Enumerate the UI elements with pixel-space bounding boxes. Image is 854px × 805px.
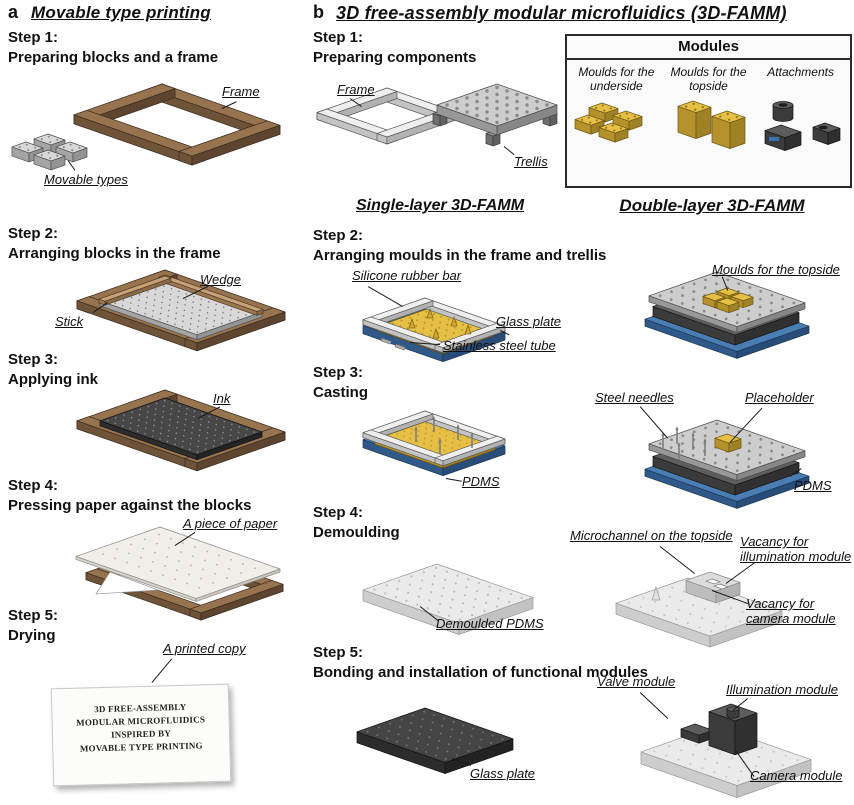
printed-copy-paper: 3D FREE-ASSEMBLY MODULAR MICROFLUIDICS I…	[50, 683, 232, 787]
ann-b-trellis: Trellis	[514, 154, 548, 169]
ann-silicone-rubber-bar: Silicone rubber bar	[352, 268, 462, 283]
modules-col-attachments: Attachments	[755, 65, 846, 157]
illustration-a-step2-arranged-blocks	[76, 269, 286, 352]
ann-microchannel-topside: Microchannel on the topside	[570, 528, 733, 543]
ann-vacancy-camera: Vacancy for camera module	[746, 596, 836, 626]
illustration-a-step4-paper-pressing	[75, 526, 284, 621]
moulds-underside-icons	[575, 102, 643, 143]
modules-box: Modules Moulds for the underside Moulds …	[565, 34, 852, 188]
ann-moulds-for-topside: Moulds for the topside	[712, 262, 840, 277]
b-step4-desc: Demoulding	[313, 524, 400, 541]
modules-box-title: Modules	[567, 36, 850, 60]
modules-category-attachments: Attachments	[767, 65, 834, 79]
attachments-icons	[764, 101, 840, 151]
b-step5-header: Step 5: Bonding and installation of func…	[313, 643, 648, 683]
a-step4-header: Step 4: Pressing paper against the block…	[8, 476, 251, 516]
panel-b-title: 3D free-assembly modular microfluidics (…	[336, 3, 787, 23]
illustration-single-step4-demoulded	[362, 563, 534, 635]
illustration-double-step2-moulds-arranged	[644, 271, 810, 359]
b-step1-desc: Preparing components	[313, 49, 477, 66]
illustration-b-step1-frame-and-trellis	[316, 83, 558, 147]
ann-vacancy-illumination: Vacancy for illumination module	[740, 534, 852, 564]
ann-demoulded-pdms: Demoulded PDMS	[436, 616, 544, 631]
ann-valve-module: Valve module	[597, 674, 676, 689]
ann-pdms-single: PDMS	[462, 474, 500, 489]
ann-ink: Ink	[213, 391, 231, 406]
b-step4-header: Step 4: Demoulding	[313, 503, 400, 543]
modules-columns: Moulds for the underside Moulds for the …	[567, 60, 850, 157]
ann-placeholder: Placeholder	[745, 390, 814, 405]
ann-stick: Stick	[55, 314, 84, 329]
ann-glass-plate-single: Glass plate	[496, 314, 562, 329]
a-step1-num: Step 1:	[8, 29, 59, 46]
a-step5-num: Step 5:	[8, 607, 59, 624]
b-step2-desc: Arranging moulds in the frame and trelli…	[313, 247, 607, 264]
b-step1-header: Step 1: Preparing components	[313, 28, 476, 68]
a-step2-desc: Arranging blocks in the frame	[8, 245, 221, 262]
illustration-single-step2-moulds-arranged	[362, 297, 506, 363]
ann-illumination-module: Illumination module	[726, 682, 839, 697]
a-step5-header: Step 5: Drying	[8, 606, 58, 646]
ann-printed-copy: A printed copy	[163, 641, 246, 656]
illustration-a-step3-inked-blocks	[76, 389, 286, 472]
single-layer-title: Single-layer 3D-FAMM	[355, 197, 525, 214]
a-step5-desc: Drying	[8, 627, 56, 644]
ann-steel-needles: Steel needles	[595, 390, 674, 405]
ann-stainless-steel-tube: Stainless steel tube	[443, 338, 556, 353]
illustration-double-step5-modules-installed	[640, 703, 812, 798]
panel-a-tag: a	[8, 2, 19, 22]
a-step2-header: Step 2: Arranging blocks in the frame	[8, 224, 221, 264]
panel-a-title: Movable type printing	[31, 3, 211, 22]
double-layer-title: Double-layer 3D-FAMM	[619, 196, 805, 215]
a-step1-desc: Preparing blocks and a frame	[8, 49, 219, 66]
ann-pdms-double: PDMS	[794, 478, 832, 493]
modules-col-underside: Moulds for the underside	[571, 65, 662, 157]
a-step3-desc: Applying ink	[8, 371, 98, 388]
b-step3-header: Step 3: Casting	[313, 363, 368, 403]
illustration-double-step4-demoulded	[615, 571, 783, 648]
panel-b-tag: b	[313, 2, 324, 22]
b-step4-num: Step 4:	[313, 504, 364, 521]
a-step2-num: Step 2:	[8, 225, 59, 242]
a-step3-num: Step 3:	[8, 351, 59, 368]
a-step4-num: Step 4:	[8, 477, 59, 494]
modules-col-topside: Moulds for the topside	[663, 65, 754, 157]
a-step1-header: Step 1: Preparing blocks and a frame	[8, 28, 218, 68]
ann-movable-types: Movable types	[44, 172, 128, 187]
a-step3-header: Step 3: Applying ink	[8, 350, 98, 390]
ann-piece-of-paper: A piece of paper	[183, 516, 278, 531]
illustration-double-step3-casting	[644, 419, 810, 509]
a-step4-desc: Pressing paper against the blocks	[8, 497, 252, 514]
illustration-single-step5-bonded	[356, 707, 514, 774]
moulds-topside-icons	[677, 100, 745, 149]
leader-line	[151, 658, 173, 684]
ann-camera-module: Camera module	[750, 768, 843, 783]
printed-copy-text: 3D FREE-ASSEMBLY MODULAR MICROFLUIDICS I…	[76, 701, 206, 754]
modules-category-topside: Moulds for the topside	[670, 65, 747, 93]
ann-glass-plate-bonding: Glass plate	[470, 766, 536, 781]
ann-frame: Frame	[222, 84, 260, 99]
illustration-a-step1-frame-and-types	[11, 83, 281, 171]
ann-b-frame: Frame	[337, 82, 375, 97]
b-step5-desc: Bonding and installation of functional m…	[313, 664, 648, 681]
b-step2-num: Step 2:	[313, 227, 364, 244]
modules-category-underside: Moulds for the underside	[578, 65, 655, 93]
illustration-single-step3-casting	[362, 410, 506, 477]
b-step2-header: Step 2: Arranging moulds in the frame an…	[313, 226, 606, 266]
b-step3-num: Step 3:	[313, 364, 364, 381]
ann-wedge: Wedge	[200, 272, 241, 287]
b-step3-desc: Casting	[313, 384, 369, 401]
b-step1-num: Step 1:	[313, 29, 364, 46]
b-step5-num: Step 5:	[313, 644, 364, 661]
